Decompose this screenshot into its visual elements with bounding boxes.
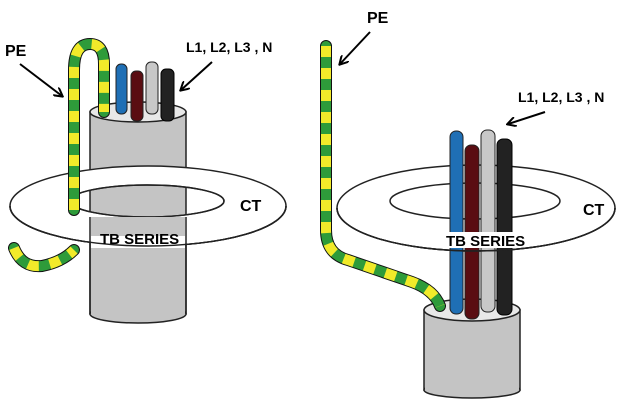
left-conductor-n: [160, 68, 175, 122]
left-conductors-label: L1, L2, L3 , N: [186, 39, 272, 55]
right-conductors-label: L1, L2, L3 , N: [518, 89, 604, 105]
right-ct-label: CT: [583, 202, 605, 219]
right-conductors-arrow: [508, 111, 546, 124]
left-conductors-arrow: [181, 61, 213, 90]
left-ct-label: CT: [240, 198, 262, 215]
left-pe-wire: [8, 37, 110, 273]
left-conductors: [115, 61, 175, 122]
right-conductor-l1: [449, 130, 464, 315]
left-pe-arrow: [19, 63, 62, 96]
left-conductor-l3: [145, 61, 159, 115]
right-conductor-n: [496, 138, 513, 316]
right-pe-label: PE: [367, 10, 389, 27]
left-cable-jacket-front: [91, 217, 185, 312]
left-figure: PE L1, L2, L3 , N CT TB SERIES: [5, 37, 287, 324]
left-series-label: TB SERIES: [100, 231, 179, 248]
right-conductors: [449, 129, 513, 320]
right-pe-arrow: [340, 31, 371, 64]
right-cable-jacket: [423, 298, 521, 399]
right-figure: PE L1, L2, L3 , N CT TB SERIES: [320, 10, 616, 399]
left-pe-label: PE: [5, 43, 27, 60]
left-conductor-l1: [115, 63, 128, 115]
left-conductor-l2: [130, 70, 144, 122]
right-series-label: TB SERIES: [446, 233, 525, 250]
right-conductor-l3: [480, 129, 496, 313]
right-pe-wire: [320, 40, 446, 312]
